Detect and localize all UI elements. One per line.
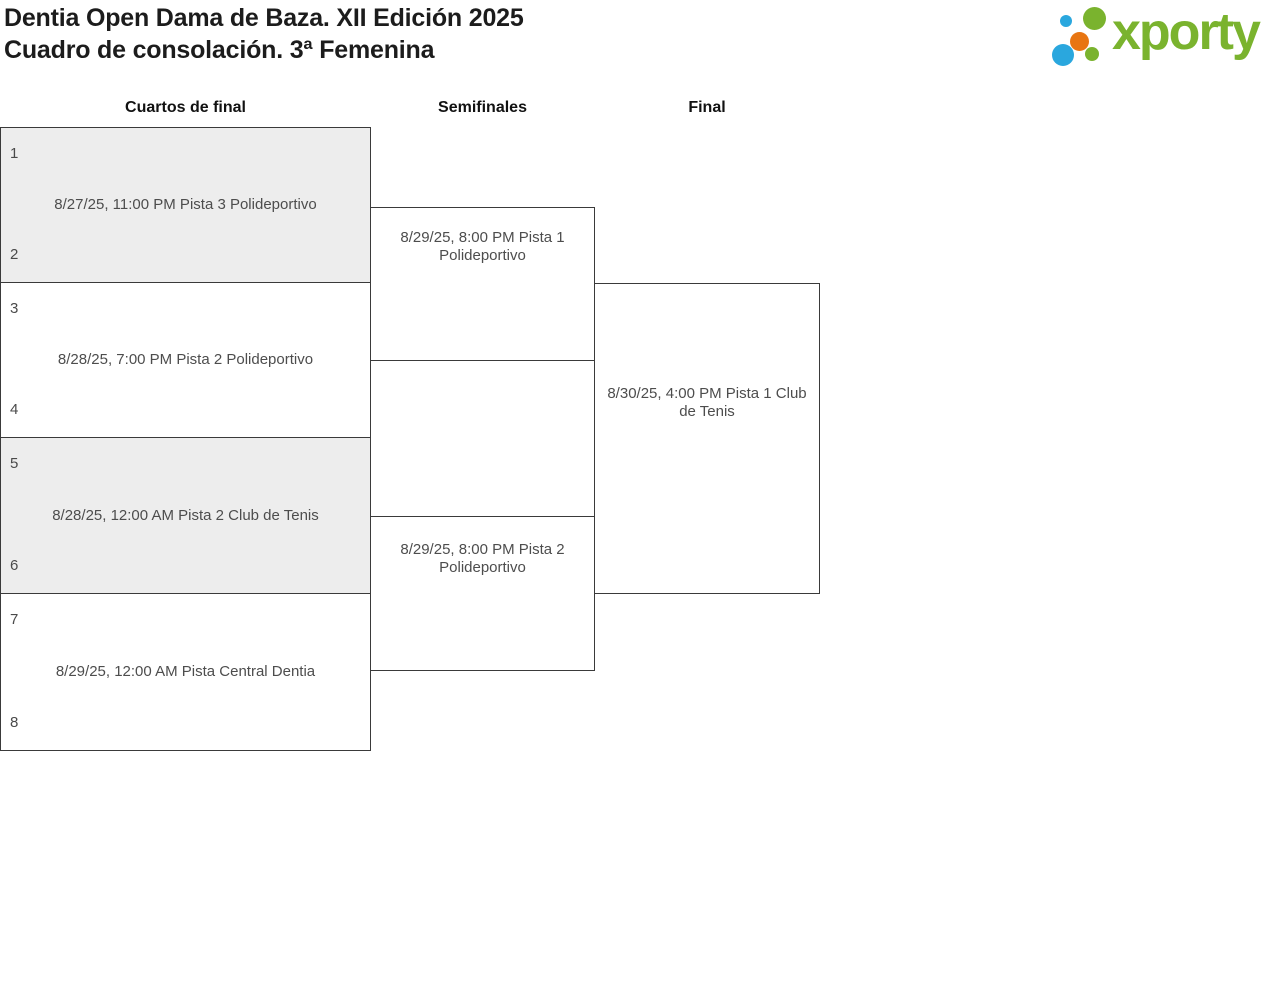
match-box-quarterfinal-1[interactable]: 1 8/27/25, 11:00 PM Pista 3 Polideportiv… [0, 127, 371, 283]
match-box-quarterfinal-2[interactable]: 3 8/28/25, 7:00 PM Pista 2 Polideportivo… [0, 282, 371, 438]
logo-dot-green-large-icon [1083, 7, 1106, 30]
match-schedule: 8/27/25, 11:00 PM Pista 3 Polideportivo [54, 196, 317, 213]
match-box-final[interactable]: 8/30/25, 4:00 PM Pista 1 Club de Tenis [594, 283, 820, 594]
round-header-final: Final [688, 99, 726, 116]
seed-number-3: 3 [10, 300, 19, 317]
match-schedule: 8/28/25, 7:00 PM Pista 2 Polideportivo [57, 351, 314, 368]
seed-number-1: 1 [10, 145, 19, 162]
logo-dot-orange-icon [1070, 32, 1089, 51]
match-schedule: 8/28/25, 12:00 AM Pista 2 Club de Tenis [52, 506, 319, 524]
match-schedule: 8/29/25, 12:00 AM Pista Central Dentia [55, 663, 316, 680]
logo-dot-green-small-icon [1085, 47, 1099, 61]
match-box-quarterfinal-3[interactable]: 5 8/28/25, 12:00 AM Pista 2 Club de Teni… [0, 437, 371, 594]
match-schedule: 8/29/25, 8:00 PM Pista 2 Polideportivo [400, 541, 565, 576]
seed-number-5: 5 [10, 455, 19, 472]
match-box-quarterfinal-4[interactable]: 7 8/29/25, 12:00 AM Pista Central Dentia… [0, 593, 371, 751]
xporty-logo[interactable]: xporty [1050, 0, 1276, 70]
logo-dot-blue-large-icon [1052, 44, 1074, 66]
seed-number-2: 2 [10, 246, 19, 263]
round-header-quarterfinals: Cuartos de final [125, 99, 246, 116]
tournament-name: Dentia Open Dama de Baza. XII Edición 20… [4, 4, 524, 32]
match-box-semifinal-1[interactable]: 8/29/25, 8:00 PM Pista 1 Polideportivo [370, 207, 595, 361]
seed-number-6: 6 [10, 557, 19, 574]
logo-dot-blue-small-icon [1060, 15, 1072, 27]
seed-number-4: 4 [10, 401, 19, 418]
seed-number-7: 7 [10, 611, 19, 628]
match-schedule: 8/30/25, 4:00 PM Pista 1 Club de Tenis [607, 385, 807, 420]
round-header-semifinals: Semifinales [438, 99, 527, 116]
seed-number-8: 8 [10, 714, 19, 731]
xporty-logo-text: xporty [1112, 3, 1261, 61]
match-box-semifinal-2[interactable]: 8/29/25, 8:00 PM Pista 2 Polideportivo [370, 516, 595, 671]
match-schedule: 8/29/25, 8:00 PM Pista 1 Polideportivo [400, 229, 565, 264]
page-title: Dentia Open Dama de Baza. XII Edición 20… [4, 2, 524, 66]
bracket-subtitle: Cuadro de consolación. 3ª Femenina [4, 36, 435, 64]
